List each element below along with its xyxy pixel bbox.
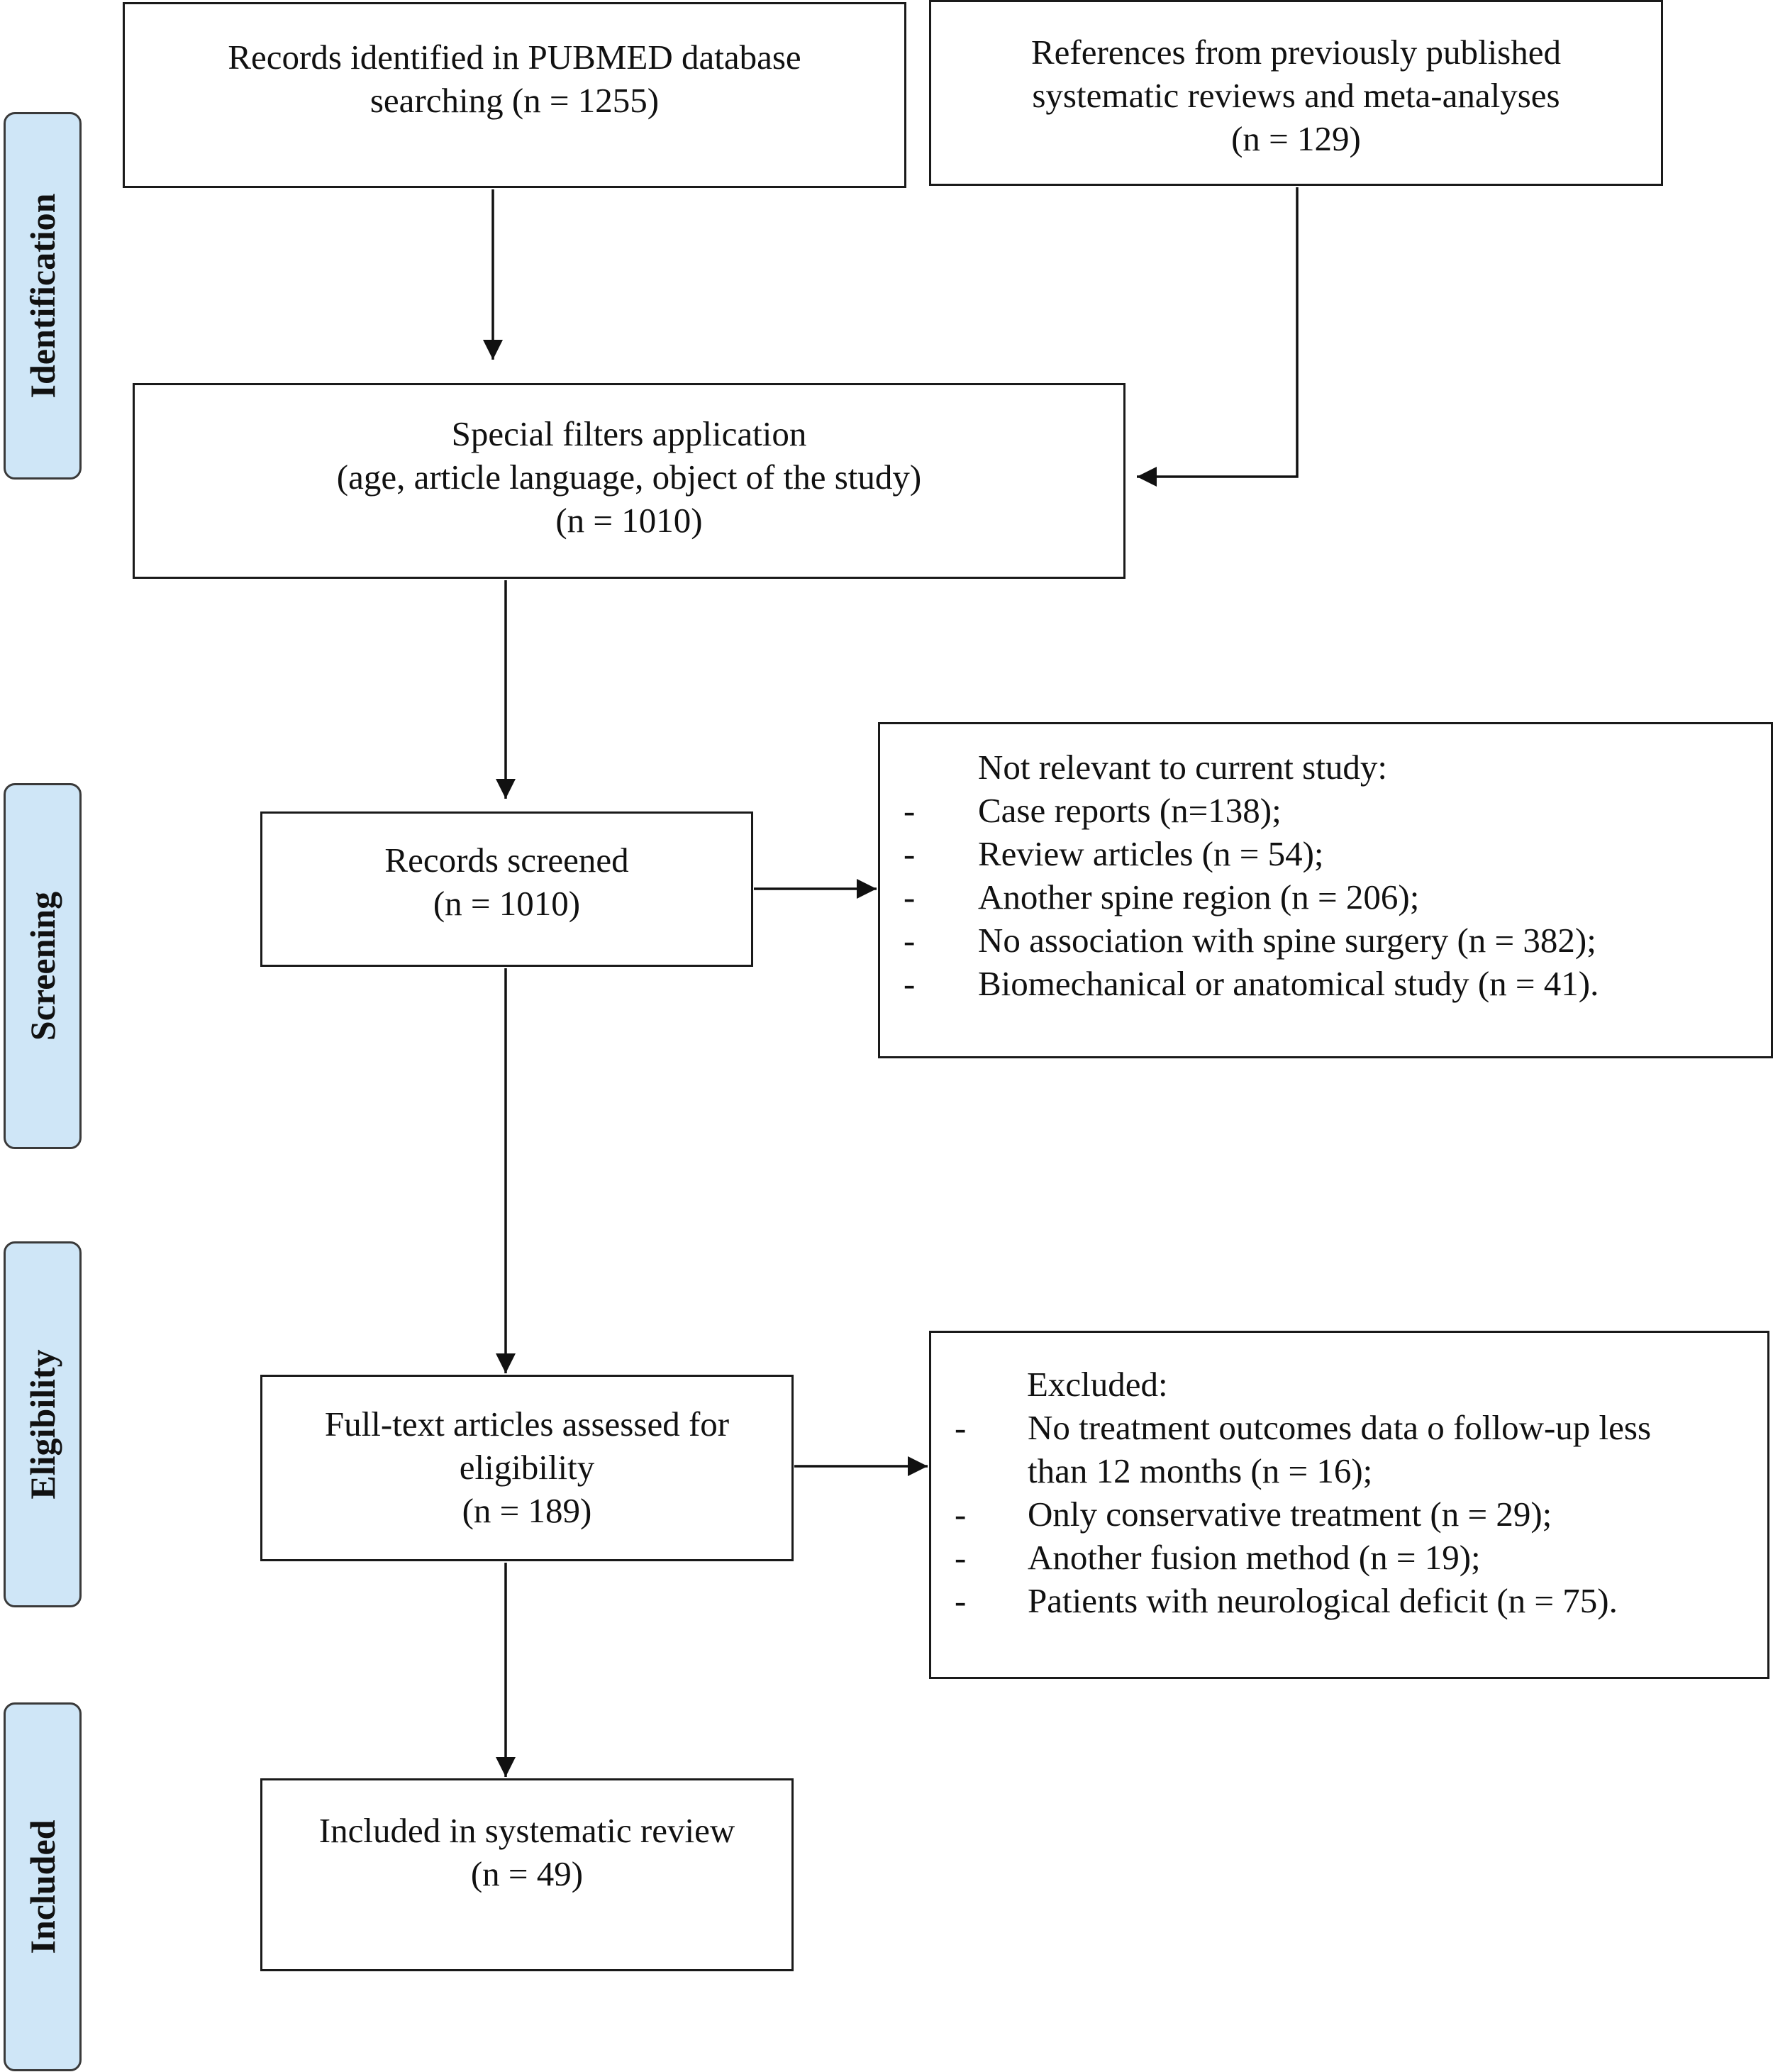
- not-relevant-item: - Review articles (n = 54);: [904, 832, 1599, 875]
- records-screened-line-2: (n = 1010): [433, 884, 581, 923]
- special-filters-line-3: (n = 1010): [555, 501, 703, 540]
- stage-eligibility: Eligibility: [4, 1241, 82, 1607]
- excluded-item-text: than 12 months (n = 16);: [1028, 1451, 1373, 1490]
- records-screened-line-1: Records screened: [384, 841, 629, 880]
- excluded-item-continued: than 12 months (n = 16);: [1028, 1449, 1651, 1492]
- not-relevant-item-text: Another spine region (n = 206);: [978, 877, 1420, 916]
- list-dash: -: [904, 834, 916, 873]
- list-dash: -: [904, 791, 916, 830]
- not-relevant-item-text: Review articles (n = 54);: [978, 834, 1324, 873]
- included-review-line-2: (n = 49): [470, 1854, 584, 1893]
- list-dash: -: [955, 1538, 967, 1577]
- arrow-references-to-filters: [1137, 187, 1299, 487]
- excluded-item: - Only conservative treatment (n = 29);: [955, 1492, 1651, 1536]
- stage-screening: Screening: [4, 783, 82, 1149]
- stage-included: Included: [4, 1702, 82, 2071]
- references-line-2: systematic reviews and meta-analyses: [1032, 76, 1560, 115]
- list-dash: -: [904, 877, 916, 916]
- excluded-item: - Patients with neurological deficit (n =…: [955, 1579, 1651, 1622]
- stage-identification: Identification: [4, 112, 82, 480]
- pubmed-records-line-1: Records identified in PUBMED database: [228, 38, 801, 77]
- pubmed-records-box: Records identified in PUBMED database se…: [123, 2, 906, 188]
- excluded-item-text: Only conservative treatment (n = 29);: [1028, 1495, 1552, 1534]
- special-filters-line-1: Special filters application: [451, 414, 807, 453]
- excluded-item-text: Another fusion method (n = 19);: [1028, 1538, 1481, 1577]
- not-relevant-box: Not relevant to current study: - Case rep…: [878, 722, 1773, 1058]
- not-relevant-item-text: Biomechanical or anatomical study (n = 4…: [978, 964, 1599, 1003]
- list-dash: -: [904, 921, 916, 960]
- full-text-line-3: (n = 189): [462, 1491, 592, 1530]
- full-text-line-2: eligibility: [459, 1448, 595, 1487]
- full-text-line-1: Full-text articles assessed for: [324, 1405, 730, 1444]
- excluded-item: - Another fusion method (n = 19);: [955, 1536, 1651, 1579]
- excluded-item: - No treatment outcomes data o follow-up …: [955, 1406, 1652, 1449]
- not-relevant-item: - Biomechanical or anatomical study (n = …: [904, 962, 1599, 1005]
- excluded-item-text: Patients with neurological deficit (n = …: [1028, 1581, 1618, 1620]
- not-relevant-item-text: No association with spine surgery (n = 3…: [978, 921, 1596, 960]
- pubmed-records-line-2: searching (n = 1255): [369, 81, 660, 120]
- special-filters-box: Special filters application (age, articl…: [133, 383, 1126, 579]
- not-relevant-heading: Not relevant to current study:: [978, 748, 1387, 787]
- not-relevant-item-text: Case reports (n=138);: [978, 791, 1282, 830]
- full-text-box: Full-text articles assessed for eligibil…: [260, 1375, 794, 1561]
- excluded-box: Excluded: - No treatment outcomes data o …: [929, 1331, 1769, 1679]
- references-box: References from previously published sys…: [929, 0, 1663, 186]
- not-relevant-item: - No association with spine surgery (n = …: [904, 919, 1599, 962]
- not-relevant-item: - Case reports (n=138);: [904, 789, 1599, 832]
- list-dash: -: [955, 1495, 967, 1534]
- included-review-line-1: Included in systematic review: [318, 1811, 735, 1850]
- special-filters-line-2: (age, article language, object of the st…: [336, 458, 922, 497]
- list-dash: -: [955, 1408, 967, 1447]
- excluded-item-text: No treatment outcomes data o follow-up l…: [1028, 1408, 1652, 1447]
- excluded-heading: Excluded:: [1027, 1365, 1168, 1404]
- list-dash: -: [955, 1581, 967, 1620]
- records-screened-box: Records screened (n = 1010): [260, 811, 753, 967]
- list-dash: -: [904, 964, 916, 1003]
- not-relevant-item: - Another spine region (n = 206);: [904, 875, 1599, 919]
- references-line-1: References from previously published: [1030, 33, 1562, 72]
- included-review-box: Included in systematic review (n = 49): [260, 1778, 794, 1971]
- references-line-3: (n = 129): [1231, 119, 1361, 158]
